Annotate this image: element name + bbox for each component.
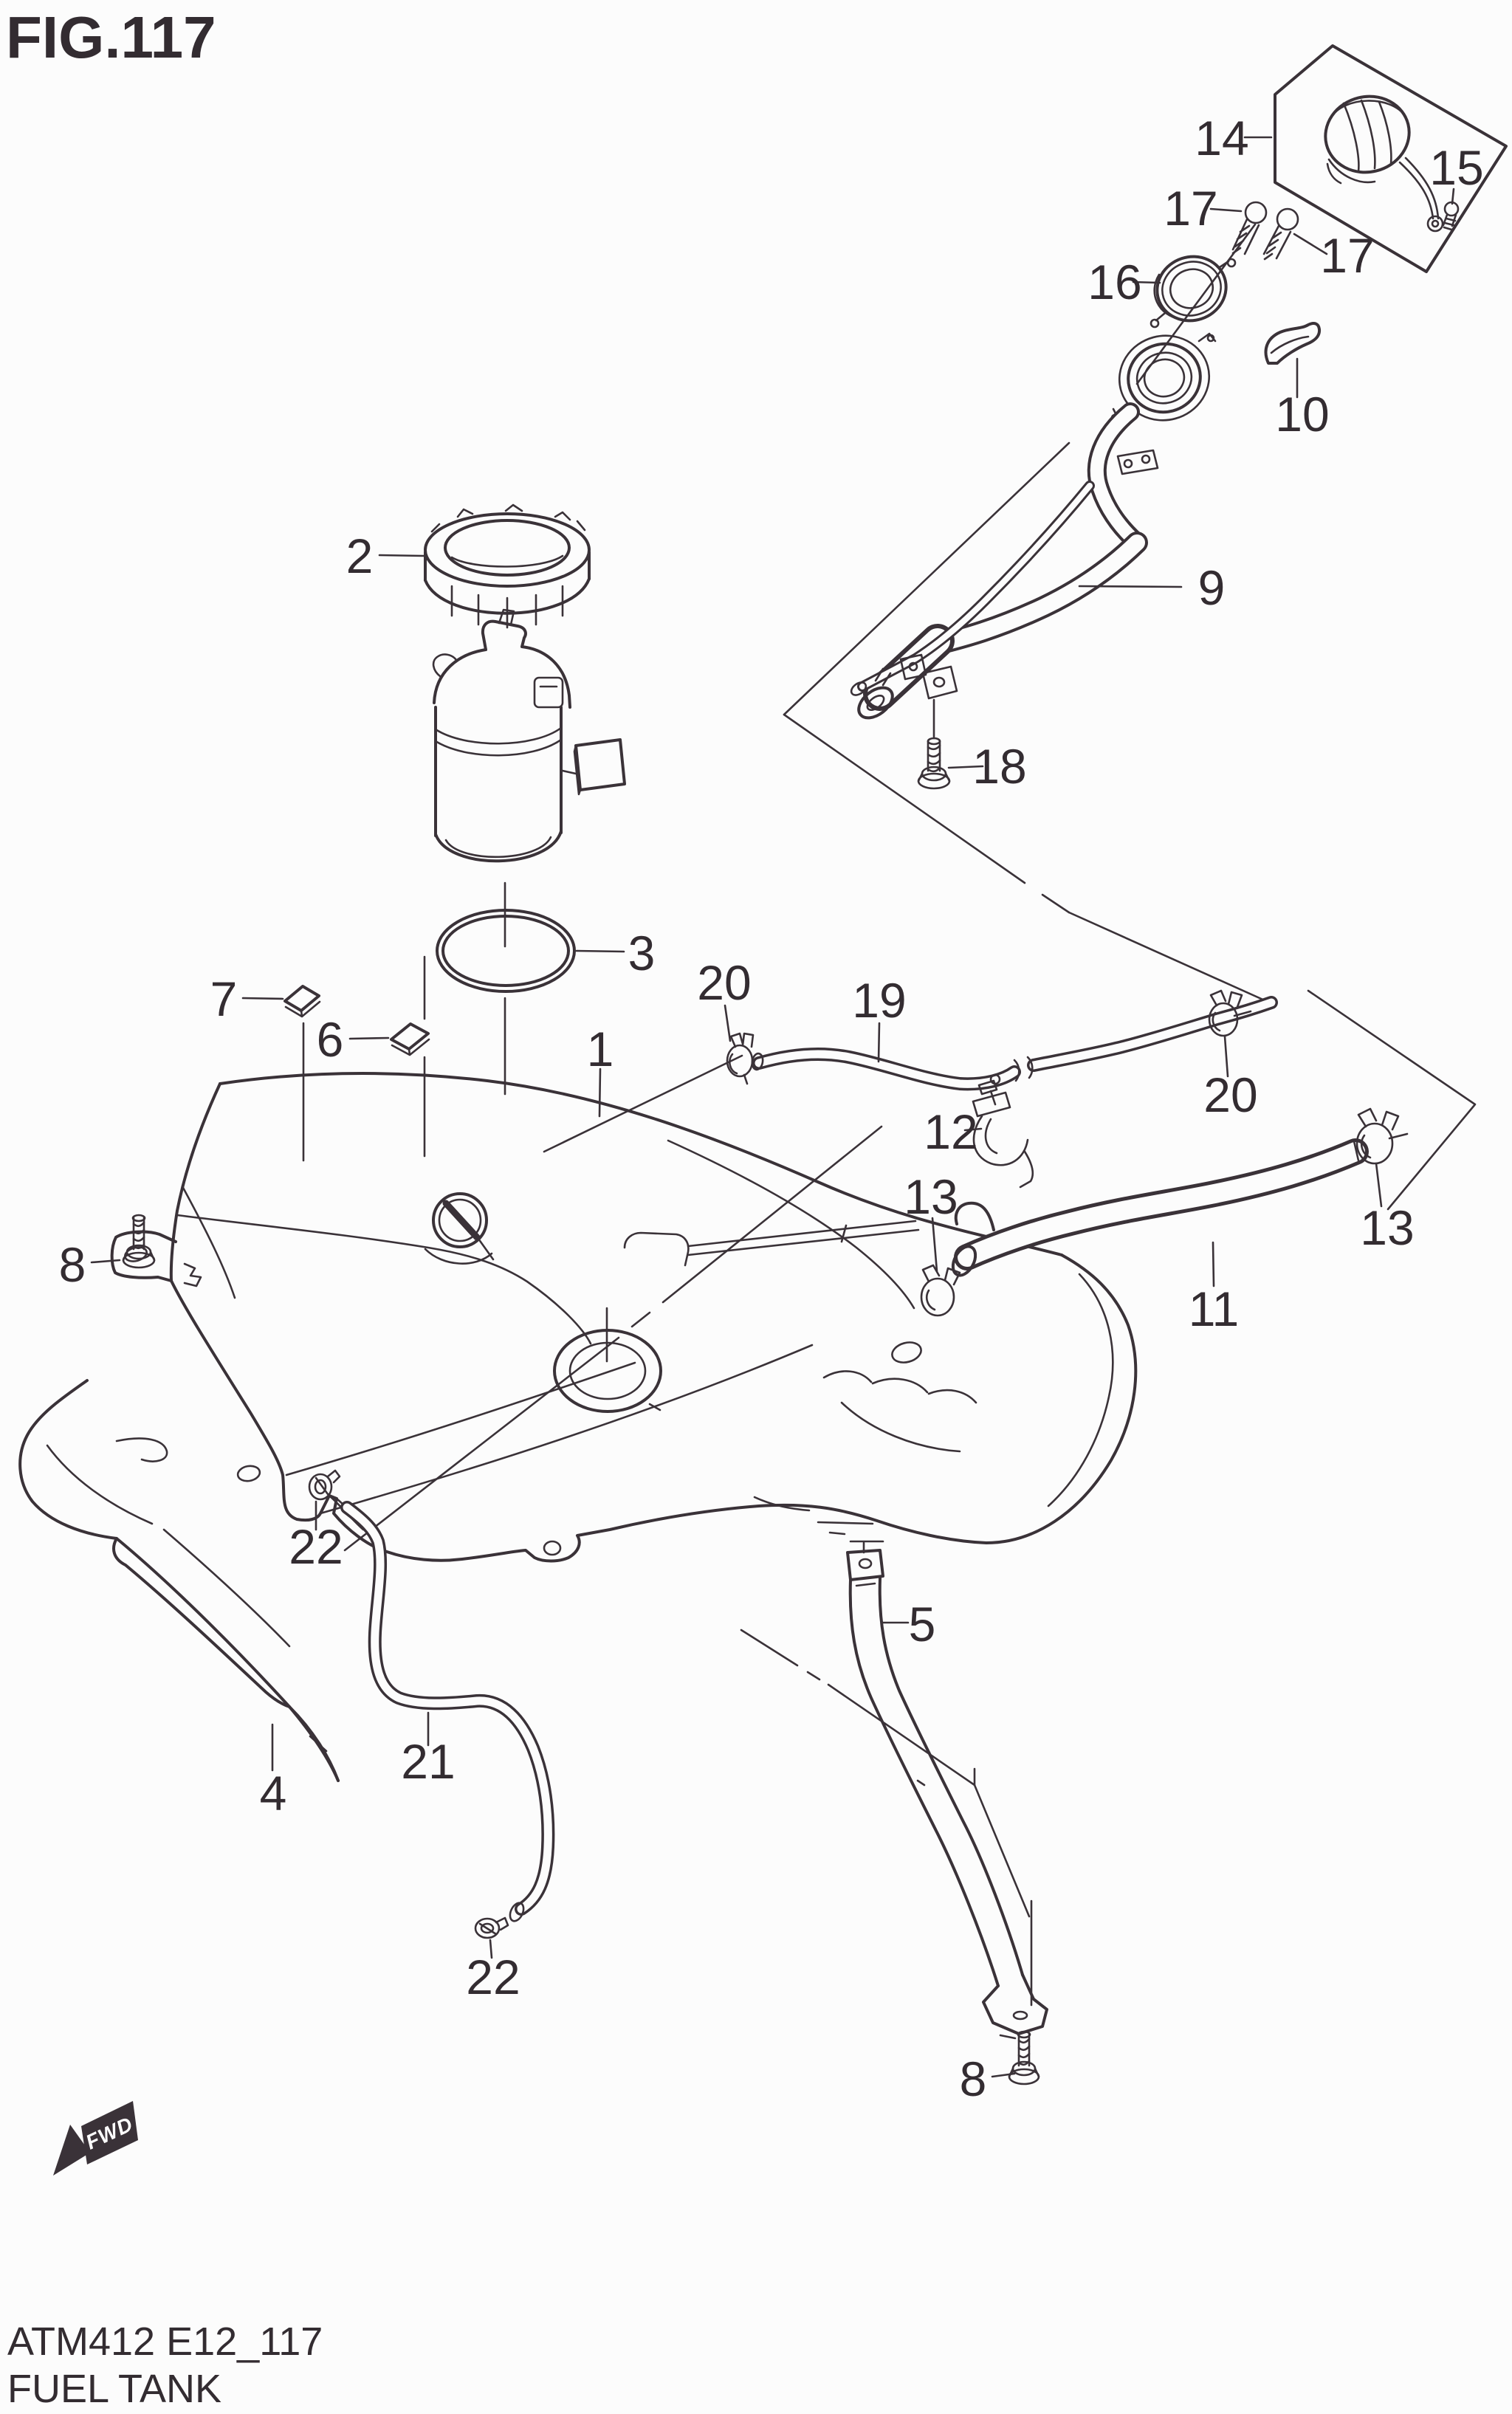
- filler-neck-and-tube: [850, 332, 1217, 720]
- splash-flap-art: [1264, 322, 1322, 365]
- clamp-20-right: [1208, 989, 1252, 1037]
- fuel-tank-art: [110, 1071, 1138, 1563]
- clamp-20-left: [726, 1032, 755, 1085]
- projection-lines: [343, 223, 1477, 1918]
- callout-8-left: 8: [59, 1237, 86, 1292]
- callout-20-left: 20: [697, 955, 751, 1010]
- neck-retainer-ring-art: [1150, 255, 1237, 329]
- clip-22-lower: [474, 1916, 509, 1939]
- callout-14: 14: [1195, 111, 1248, 165]
- callout-12: 12: [924, 1104, 977, 1159]
- callout-10: 10: [1275, 387, 1329, 441]
- callout-19: 19: [852, 973, 906, 1028]
- tank-strap-and-bolts: [122, 1214, 1048, 2085]
- heat-shield-art: [18, 1379, 340, 1782]
- inset-panel: [1274, 44, 1508, 273]
- callout-21: 21: [401, 1734, 455, 1789]
- callout-5: 5: [909, 1597, 936, 1651]
- callout-7: 7: [210, 972, 238, 1026]
- callout-18: 18: [972, 739, 1026, 794]
- callout-8-bottom: 8: [960, 2052, 987, 2106]
- callout-11: 11: [1189, 1282, 1240, 1336]
- callout-15: 15: [1429, 140, 1483, 195]
- fuel-cap-assembly: [1324, 94, 1460, 233]
- clip-22-upper: [308, 1469, 341, 1501]
- callout-17-upper: 17: [1164, 181, 1217, 235]
- fwd-direction-badge: FWD: [53, 2101, 138, 2176]
- tank-cushions: [284, 955, 430, 1162]
- fwd-flag: [81, 2101, 138, 2164]
- bolt-8-bottom: [1008, 2030, 1040, 2085]
- callout-leaders: [90, 136, 1455, 2078]
- pump-lock-ring-art: [424, 503, 591, 629]
- tube-bracket-bolt-art: [917, 698, 951, 790]
- callout-13-left: 13: [904, 1169, 958, 1224]
- callout-numbers: 1 2 3 4 5 6 7 8 8 9 10 11 12 13 13 14 15…: [59, 111, 1484, 2106]
- callout-17-lower: 17: [1320, 228, 1374, 283]
- footer-catalog-code: ATM412 E12_117: [7, 2320, 323, 2364]
- callout-4: 4: [260, 1766, 287, 1820]
- fuel-pump-assembly: [432, 608, 626, 1096]
- callout-1: 1: [587, 1022, 614, 1076]
- figure-number: FIG.117: [6, 4, 216, 70]
- callout-2: 2: [346, 529, 374, 583]
- footer-figure-title: FUEL TANK: [7, 2367, 221, 2411]
- hoses-and-clamps: [308, 989, 1409, 1939]
- callout-22-lower: 22: [466, 1950, 520, 2004]
- bolt-8-left: [122, 1214, 202, 1287]
- callout-3: 3: [628, 926, 656, 980]
- clamp-13-left: [920, 1264, 961, 1317]
- clamp-13-right: [1355, 1107, 1409, 1165]
- callout-16: 16: [1087, 255, 1141, 309]
- callout-13-right: 13: [1360, 1200, 1414, 1255]
- clamp-bracket-12: [972, 1073, 1034, 1189]
- callout-6: 6: [317, 1012, 344, 1067]
- callout-22-upper: 22: [289, 1519, 343, 1574]
- fwd-arrowhead-icon: [53, 2125, 90, 2176]
- callout-20-right: 20: [1203, 1067, 1257, 1122]
- callout-9: 9: [1198, 560, 1226, 615]
- neck-screws: [1231, 201, 1299, 261]
